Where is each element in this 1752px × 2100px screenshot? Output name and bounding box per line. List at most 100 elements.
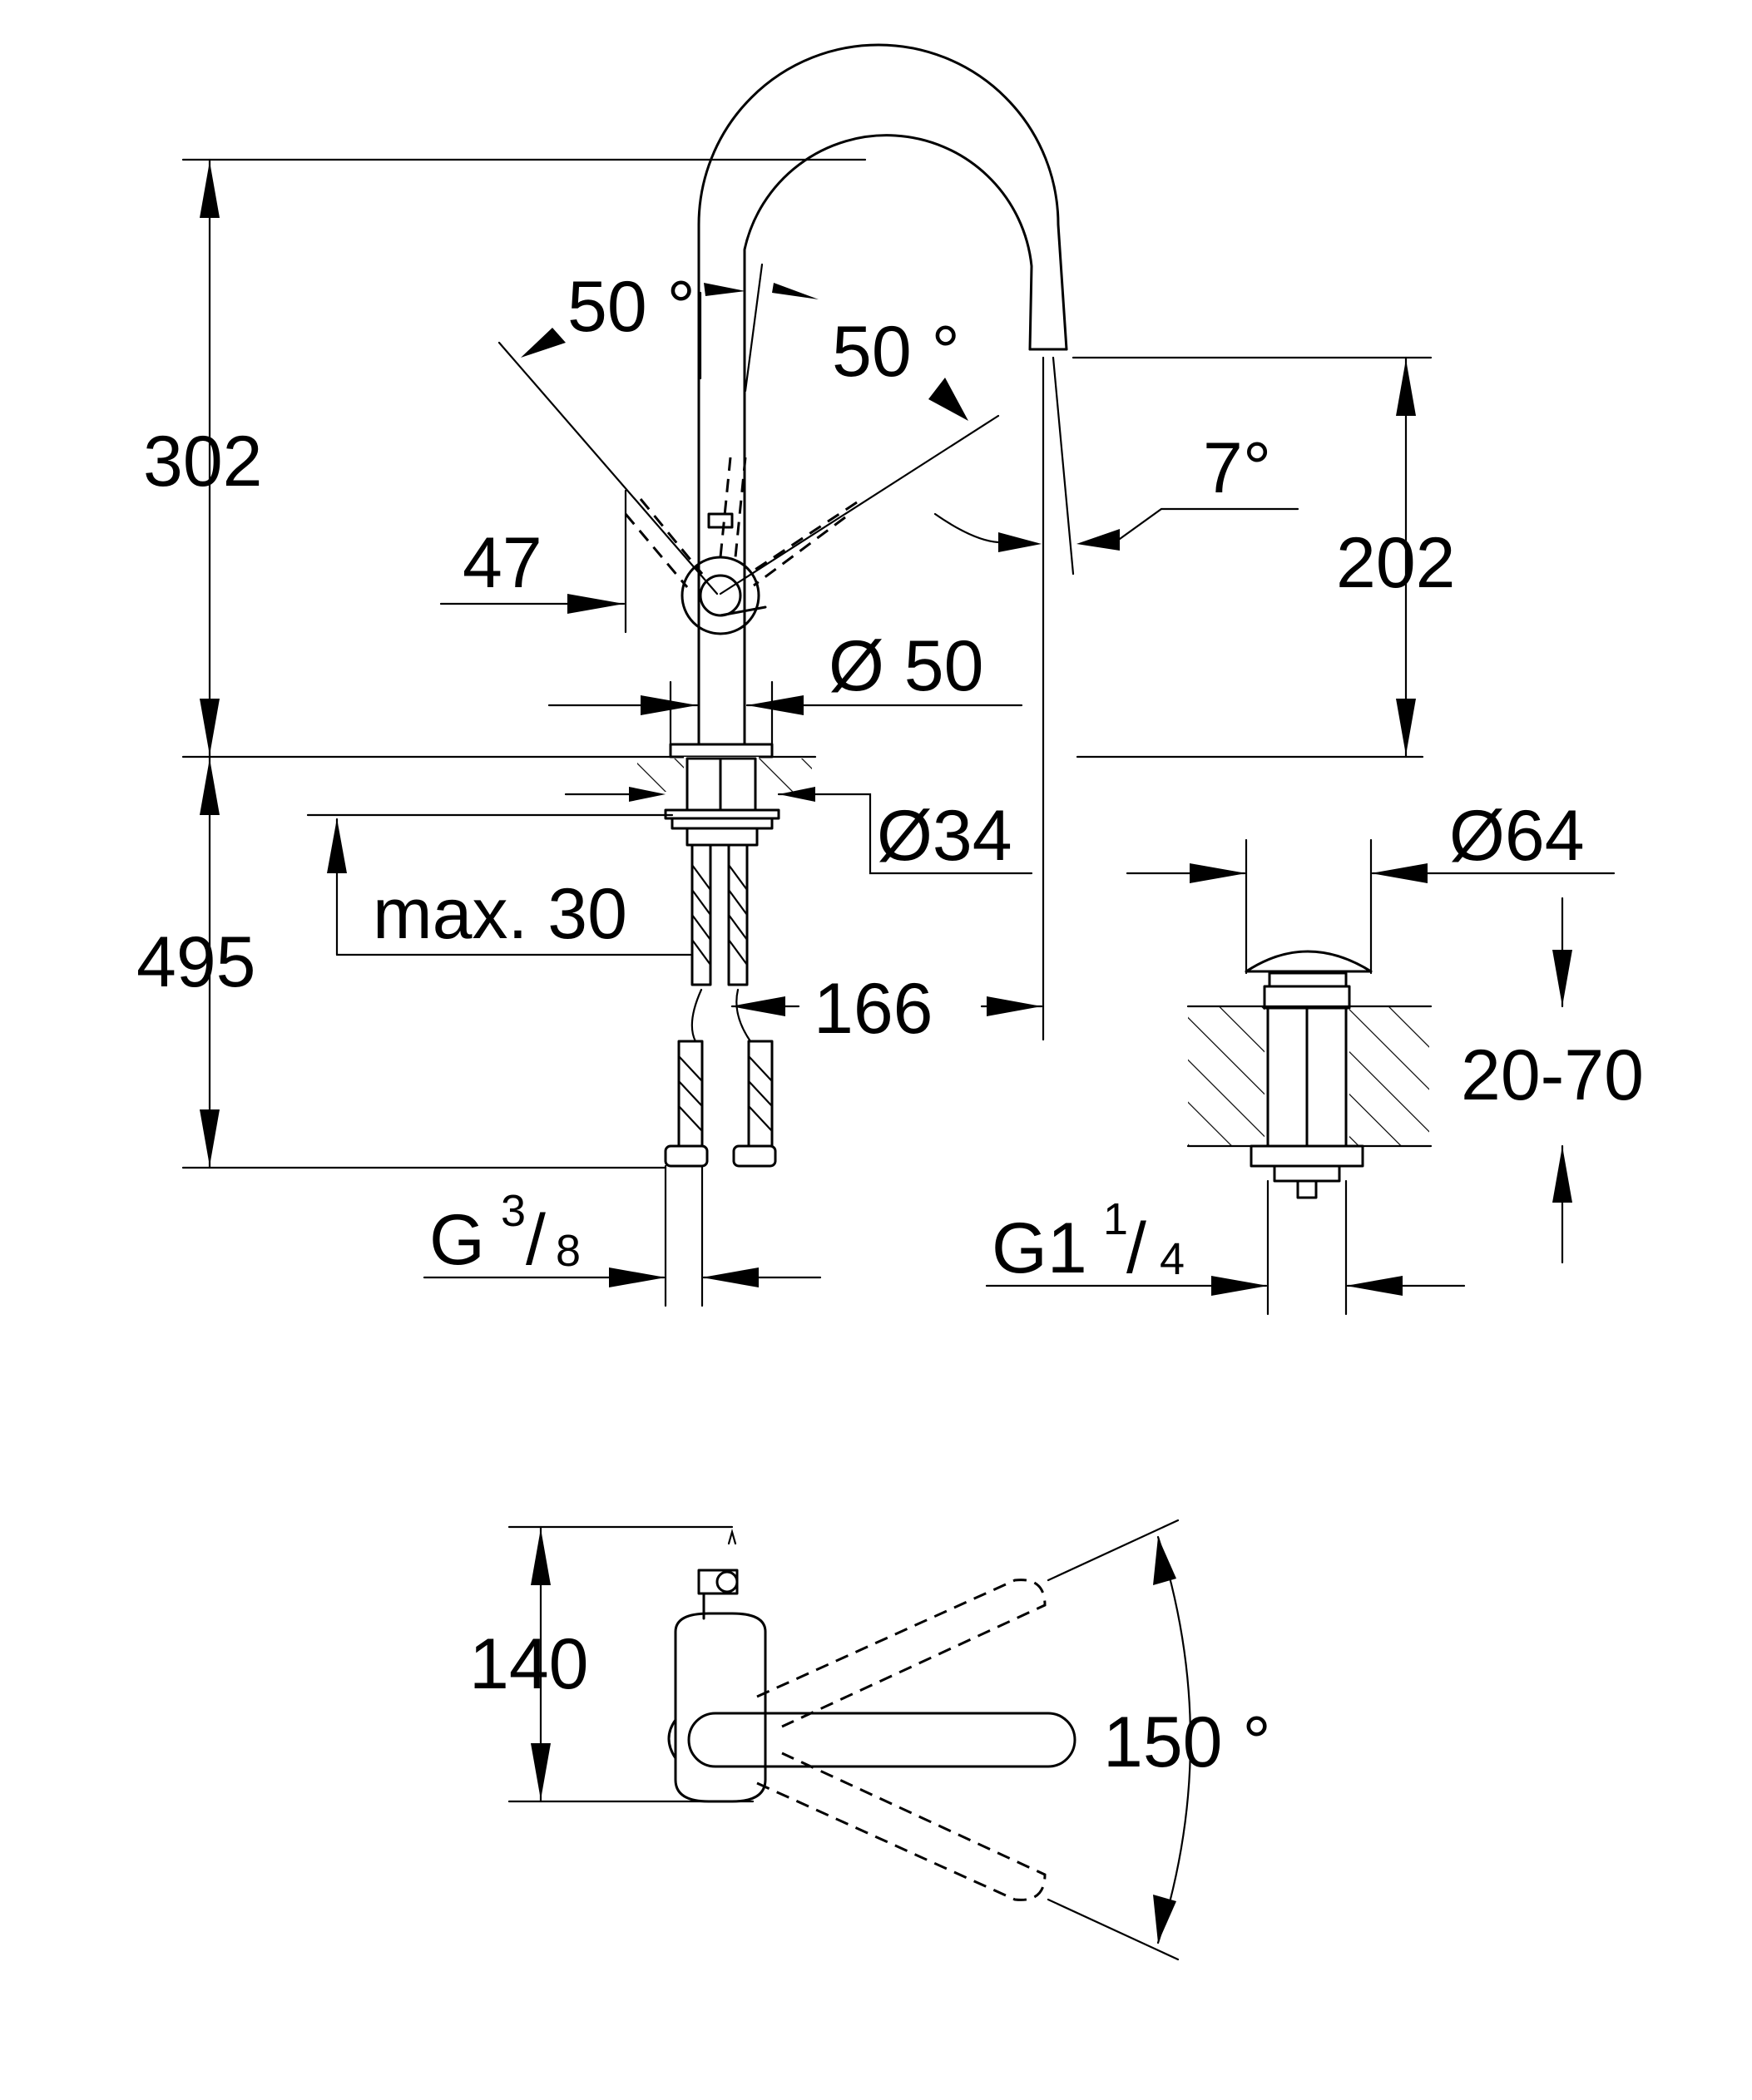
label-thread-drain-slash: /: [1126, 1208, 1146, 1288]
top-mark: [727, 1528, 737, 1545]
top-body-knob: [667, 1718, 677, 1760]
arrow-50-left: [641, 695, 697, 715]
nut-lower: [685, 827, 759, 847]
top-inlet-circle: [715, 1570, 739, 1594]
spout-inner: [743, 134, 1033, 351]
dim-34-leader: [777, 793, 1033, 875]
label-140: 140: [469, 1624, 589, 1704]
angle-7-leader: [1118, 507, 1299, 541]
top-lever: [687, 1712, 1076, 1768]
arrow-64-right: [1371, 863, 1428, 883]
arrow-302-top: [200, 161, 220, 218]
arrow-7-left: [998, 532, 1042, 552]
label-thread-inlet-den: 8: [556, 1226, 581, 1276]
drain-nut: [1250, 1144, 1364, 1168]
arrow-2070-top: [1552, 950, 1572, 1006]
label-166: 166: [814, 969, 933, 1049]
label-angle-right: 50 °: [832, 312, 960, 392]
lever-ghost-right-2: [753, 516, 846, 587]
lever-ghost-up-2: [734, 457, 747, 558]
lever-top: [707, 512, 734, 529]
label-max-30: max. 30: [373, 874, 627, 954]
label-angle-spout: 7°: [1203, 428, 1271, 508]
nut: [671, 817, 774, 830]
drain-detail: [985, 838, 1616, 1316]
label-47: 47: [463, 523, 542, 603]
lever-ghost-up: [719, 457, 732, 558]
label-diameter-34: Ø34: [877, 796, 1012, 876]
arrow-495-bottom: [200, 1109, 220, 1166]
arrow-166-left: [730, 996, 785, 1016]
drain-ring: [1268, 971, 1348, 988]
angle-150-ref-bottom: [1047, 1898, 1180, 1961]
label-150: 150 °: [1103, 1702, 1271, 1782]
hose-right: [727, 843, 749, 986]
arrow-2070-bottom: [1552, 1146, 1572, 1203]
spout-outer: [697, 43, 1068, 351]
arrow-47: [567, 594, 624, 614]
arrow-140-bottom: [531, 1743, 551, 1800]
lever-ghost-right: [748, 501, 858, 576]
arrow-202-bottom: [1396, 699, 1416, 755]
hose-nut-right: [732, 1144, 777, 1168]
lever-ghost-up-top: [756, 1579, 1047, 1728]
angle-line-up: [744, 263, 764, 393]
label-thread-inlet-main: G: [429, 1200, 485, 1280]
arrow-max30: [327, 818, 347, 873]
drain-pin: [1296, 1179, 1318, 1199]
arrow-50-right: [747, 695, 804, 715]
label-thread-inlet-slash: /: [526, 1200, 546, 1280]
arrow-angle-top-left: [704, 283, 745, 296]
arrow-150-top: [1153, 1537, 1176, 1585]
arrow-angle-left: [521, 328, 566, 358]
label-diameter-64: Ø64: [1449, 796, 1585, 876]
arrow-150-bottom: [1153, 1895, 1176, 1943]
faucet-top-view: [507, 1519, 1192, 1961]
arrow-7-right: [1076, 529, 1120, 551]
drain-tail: [1273, 1164, 1341, 1183]
label-thread-drain-den: 4: [1160, 1234, 1185, 1284]
label-thread-drain-main: G1: [992, 1208, 1087, 1288]
label-angle-left: 50 °: [567, 267, 695, 347]
base-flange: [669, 743, 774, 758]
spout-angle-arc: [933, 512, 1000, 544]
hose-left: [690, 843, 712, 986]
dimension-labels: 302 50 ° 50 ° 7° 202 47 Ø 50 Ø34 max. 30…: [136, 267, 1644, 1782]
arrow-angle-top-right: [772, 283, 819, 299]
angle-line-left: [497, 341, 719, 595]
hose-braid-lower: [677, 1055, 774, 1133]
hose-break: [690, 988, 752, 1043]
arrow-166-right: [987, 996, 1042, 1016]
spout-angle-line: [1052, 356, 1075, 576]
hose-nut-left: [664, 1144, 709, 1168]
arrow-34-left: [629, 787, 666, 802]
top-body: [674, 1612, 767, 1803]
label-thread-inlet-num: 3: [501, 1186, 526, 1236]
label-302: 302: [143, 422, 263, 502]
drain-cap: [1245, 950, 1373, 973]
angle-150-arc: [1156, 1535, 1192, 1944]
arrow-g38-left: [609, 1267, 666, 1287]
label-thread-drain-num: 1: [1103, 1194, 1128, 1244]
arrow-g114-right: [1346, 1276, 1403, 1296]
handle-lever-stub: [719, 605, 767, 617]
lever-ghost-left-2: [624, 513, 689, 588]
label-202: 202: [1336, 523, 1456, 603]
handle-knob: [681, 556, 760, 635]
label-495: 495: [136, 922, 256, 1002]
arrow-495-top: [200, 758, 220, 815]
faucet-front-view: [181, 43, 1433, 1307]
angle-150-ref-top: [1047, 1519, 1180, 1582]
arrow-g114-left: [1211, 1276, 1268, 1296]
label-20-70: 20-70: [1461, 1035, 1644, 1115]
label-diameter-50: Ø 50: [829, 626, 983, 706]
arrow-202-top: [1396, 359, 1416, 416]
angle-line-right: [719, 414, 1000, 595]
arrow-64-left: [1190, 863, 1246, 883]
arrow-g38-right: [702, 1267, 759, 1287]
arrow-140-top: [531, 1529, 551, 1585]
arrow-302-bottom: [200, 699, 220, 755]
lever-ghost-left: [639, 498, 704, 575]
lever-ghost-down-top: [756, 1752, 1047, 1901]
